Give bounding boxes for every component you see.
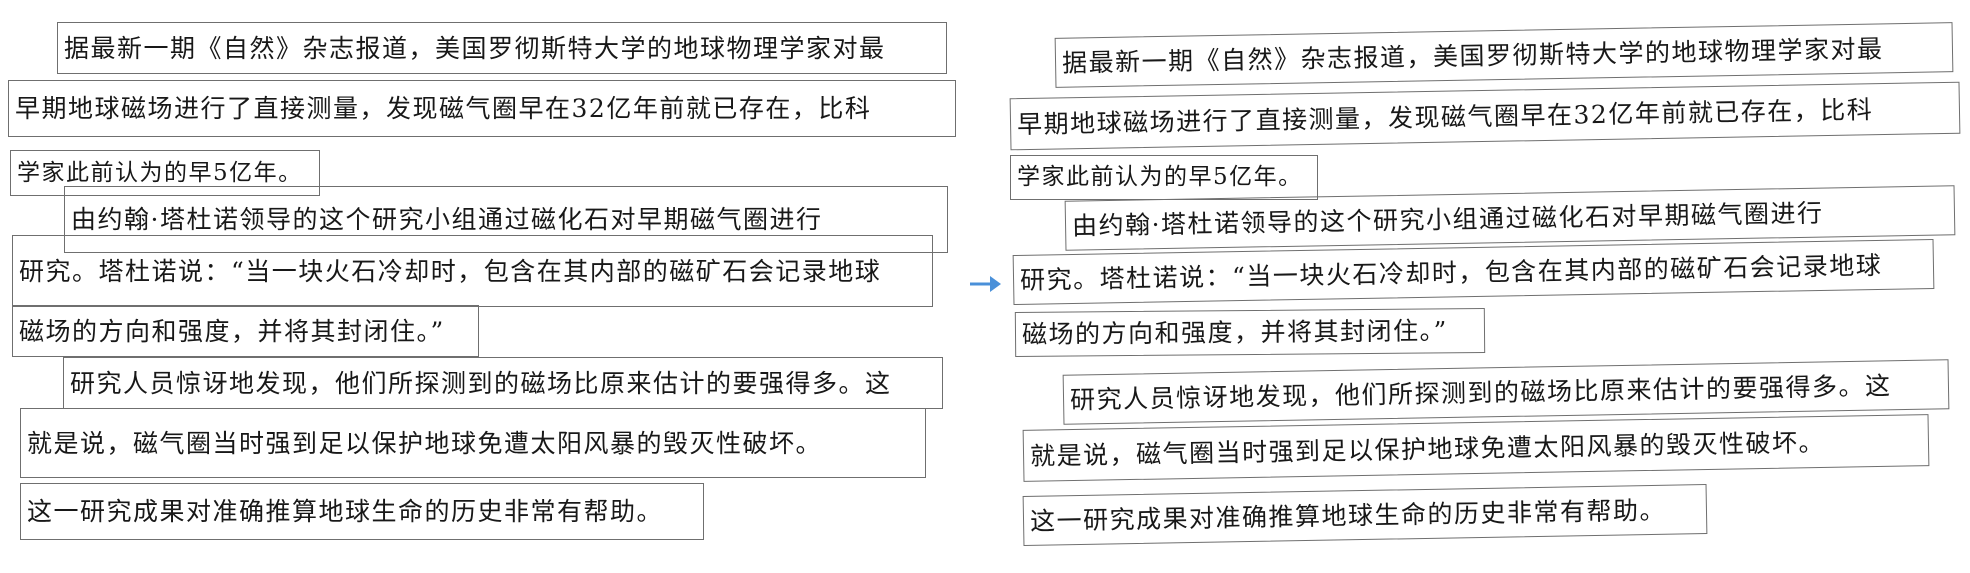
text-line-box: 这一研究成果对准确推算地球生命的历史非常有帮助。 xyxy=(20,483,704,540)
text-line-box: 就是说，磁气圈当时强到足以保护地球免遭太阳风暴的毁灭性破坏。 xyxy=(1022,414,1930,482)
text-line-box: 研究人员惊讶地发现，他们所探测到的磁场比原来估计的要强得多。这 xyxy=(1062,359,1950,425)
text-line-box: 学家此前认为的早5亿年。 xyxy=(10,150,320,196)
text-line-box: 研究人员惊讶地发现，他们所探测到的磁场比原来估计的要强得多。这 xyxy=(63,357,943,409)
text-line-box: 学家此前认为的早5亿年。 xyxy=(1010,155,1318,200)
text-line-box: 就是说，磁气圈当时强到足以保护地球免遭太阳风暴的毁灭性破坏。 xyxy=(20,408,926,478)
right-arrow-icon xyxy=(970,276,1001,292)
text-line-box: 据最新一期《自然》杂志报道，美国罗彻斯特大学的地球物理学家对最 xyxy=(1054,22,1954,88)
text-line-box: 这一研究成果对准确推算地球生命的历史非常有帮助。 xyxy=(1022,484,1708,546)
text-line-box: 据最新一期《自然》杂志报道，美国罗彻斯特大学的地球物理学家对最 xyxy=(57,22,947,74)
text-line-box: 磁场的方向和强度，并将其封闭住。” xyxy=(12,305,479,357)
text-line-box: 由约翰·塔杜诺领导的这个研究小组通过磁化石对早期磁气圈进行 xyxy=(64,186,948,253)
straightened-lines-panel: 据最新一期《自然》杂志报道，美国罗彻斯特大学的地球物理学家对最 早期地球磁场进行… xyxy=(1005,0,1970,573)
text-line-box: 早期地球磁场进行了直接测量，发现磁气圈早在32亿年前就已存在，比科 xyxy=(8,80,956,137)
original-lines-panel: 据最新一期《自然》杂志报道，美国罗彻斯特大学的地球物理学家对最 早期地球磁场进行… xyxy=(0,0,965,573)
text-line-box: 研究。塔杜诺说：“当一块火石冷却时，包含在其内部的磁矿石会记录地球 xyxy=(12,235,933,307)
text-line-box: 早期地球磁场进行了直接测量，发现磁气圈早在32亿年前就已存在，比科 xyxy=(1009,81,1961,151)
text-line-box: 磁场的方向和强度，并将其封闭住。” xyxy=(1014,307,1486,358)
